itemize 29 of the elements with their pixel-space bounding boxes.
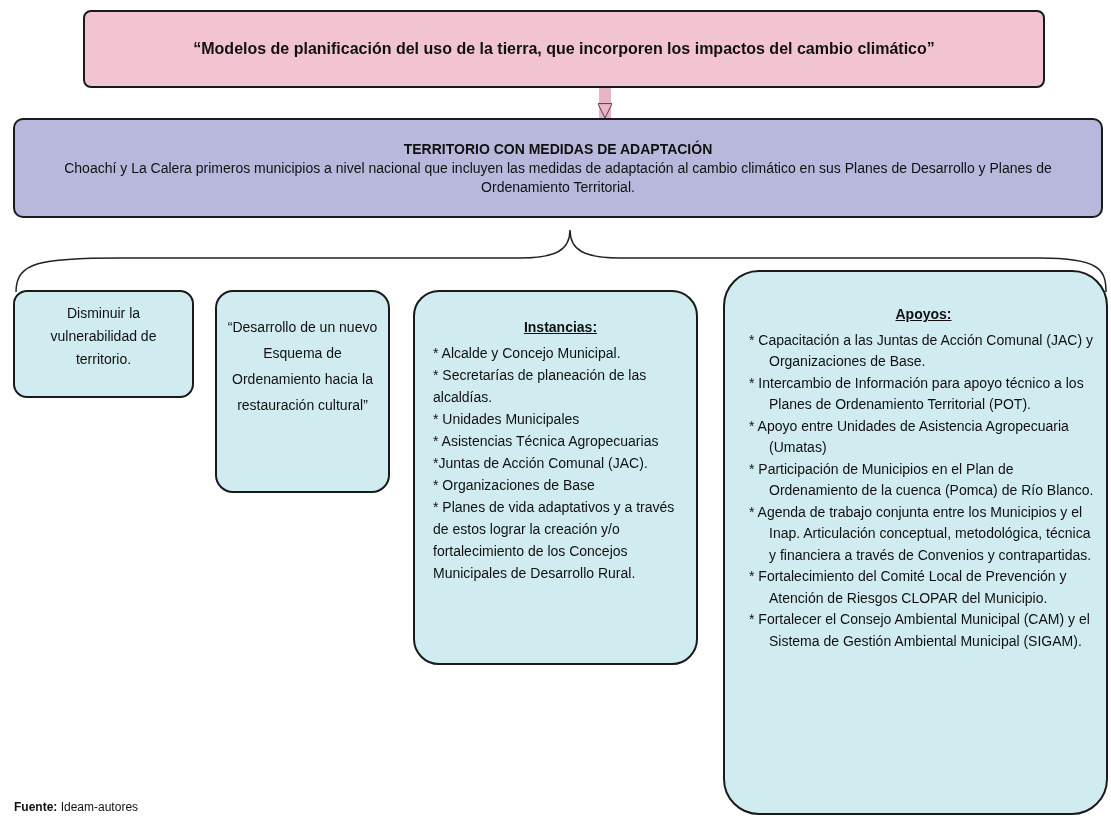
rounded-box <box>413 290 698 665</box>
list-item: * Unidades Municipales <box>433 410 581 429</box>
title-text: “Modelos de planificación del uso de la tierra, que incorporen los impactos del cambio climático” <box>192 40 936 58</box>
heading: Apoyos: <box>894 305 953 324</box>
list-item: * Participación de Municipios en el Plan de Ordenamiento de la cuenca (Pomca) de Río Blanco. <box>749 459 1095 500</box>
description: Choachí y La Calera primeros municipios a nivel nacional que incluyen las medidas de adaptación al cambio climático en sus Planes de Desarrollo y Planes de Ordenamiento Territorial. <box>63 158 1053 197</box>
header-box <box>13 118 1103 218</box>
heading: Instancias: <box>522 318 599 337</box>
list-item: * Organizaciones de Base <box>433 476 596 495</box>
list-item: * Secretarías de planeación de las alcaldías. <box>433 366 648 407</box>
list-item: * Alcalde y Concejo Municipal. <box>433 344 622 363</box>
list-item: * Fortalecimiento del Comité Local de Prevención y Atención de Riesgos CLOPAR del Municipio. <box>749 567 1068 608</box>
list-item: * Fortalecer el Consejo Ambiental Municipal (CAM) y el Sistema de Gestión Ambiental Municipal (SIGAM). <box>749 610 1091 651</box>
header-box <box>83 10 1045 88</box>
list-item: * Intercambio de Información para apoyo técnico a los Planes de Ordenamiento Territorial (POT). <box>749 373 1085 414</box>
list-item: *Juntas de Acción Comunal (JAC). <box>433 454 649 473</box>
heading: TERRITORIO CON MEDIDAS DE ADAPTACIÓN <box>403 139 713 159</box>
list-item: * Capacitación a las Juntas de Acción Comunal (JAC) y Organizaciones de Base. <box>749 330 1094 371</box>
list-item: * Asistencias Técnica Agropecuarias <box>433 432 660 451</box>
source-note: Fuente: Ideam-autores <box>14 800 139 814</box>
box-text: “Desarrollo de un nuevo Esquema de Ordenamiento hacia la restauración cultural” <box>226 318 379 415</box>
rounded-box <box>13 290 194 398</box>
list-item: * Agenda de trabajo conjunta entre los Municipios y el Inap. Articulación conceptual, metodológica, técnica y financiera a través de Convenios y contrapartidas. <box>749 502 1093 565</box>
list-item: * Planes de vida adaptativos y a través de estos lograr la creación y/o fortalecimiento de los Concejos Municipales de Desarrollo Rural. <box>433 498 676 583</box>
rounded-box <box>215 290 390 493</box>
box-text: Disminuir la vulnerabilidad de territorio. <box>49 304 158 369</box>
rounded-box <box>723 270 1108 815</box>
arrow <box>597 88 613 119</box>
list-item: * Apoyo entre Unidades de Asistencia Agropecuaria (Umatas) <box>749 416 1070 457</box>
